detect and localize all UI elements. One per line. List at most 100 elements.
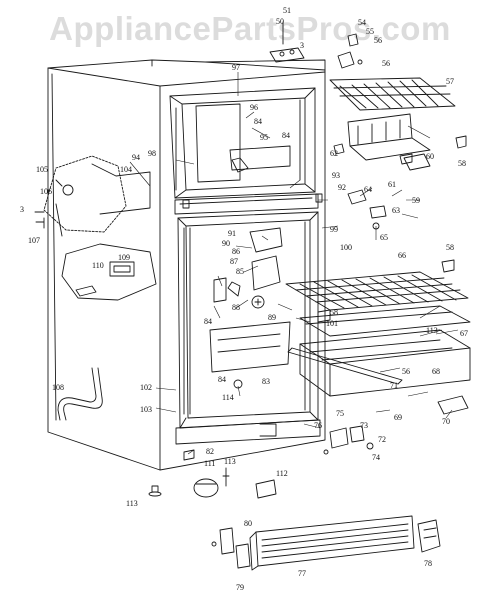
grille-bracket-78 (417, 519, 441, 553)
callout-96: 97 (232, 63, 240, 72)
callout-65: 65 (380, 233, 388, 242)
toe-grille (249, 515, 415, 571)
callout-112a: 113 (224, 457, 236, 466)
hinge-assembly (323, 425, 374, 455)
callout-95: 96 (250, 103, 258, 112)
leveling-leg (183, 449, 195, 461)
callout-102: 103 (140, 405, 152, 414)
callout-83: 84 (204, 317, 212, 326)
callout-79: 79 (236, 583, 244, 592)
callout-88: 89 (268, 313, 276, 322)
callout-50: 50 (276, 17, 284, 26)
callout-99: 100 (340, 243, 352, 252)
callout-98: 99 (330, 225, 338, 234)
callout-61: 61 (388, 180, 396, 189)
base-parts (148, 467, 277, 499)
callout-82: 83 (262, 377, 270, 386)
inset-panel-upper (34, 155, 151, 237)
callout-84: 85 (236, 267, 244, 276)
inset-panel-lower (61, 243, 157, 301)
callout-91: 92 (338, 183, 346, 192)
callout-69: 69 (394, 413, 402, 422)
callout-113: 113 (426, 326, 438, 335)
callout-56b: 56 (382, 59, 390, 68)
callout-100: 101 (326, 319, 338, 328)
callout-92: 93 (332, 171, 340, 180)
callout-70: 70 (442, 417, 450, 426)
freezer-compartment (169, 87, 316, 199)
callout-86: 87 (230, 257, 238, 266)
callout-85: 86 (232, 247, 240, 256)
callout-77: 77 (298, 569, 306, 578)
callout-59: 59 (412, 196, 420, 205)
grille-clip-79-80 (211, 527, 251, 569)
callout-64: 64 (364, 185, 372, 194)
callout-55: 55 (366, 27, 374, 36)
callout-103: 104 (120, 165, 132, 174)
callout-76: 76 (314, 421, 322, 430)
drain-tube (57, 367, 103, 421)
callout-73: 73 (360, 421, 368, 430)
callout-4a: 84 (254, 117, 262, 126)
callout-57: 57 (446, 77, 454, 86)
small-hardware (317, 135, 467, 323)
callout-71: 71 (390, 381, 398, 390)
callout-108: 109 (118, 253, 130, 262)
cabinet-bottom-trim (175, 419, 321, 445)
callout-54: 54 (358, 18, 366, 27)
crisper-drawer (299, 329, 471, 397)
top-hinge (269, 21, 363, 69)
callout-94: 95 (260, 133, 268, 142)
callout-112b: 113 (126, 499, 138, 508)
cabinet-shell (47, 59, 326, 471)
callout-81: 82 (206, 447, 214, 456)
callout-97: 98 (148, 149, 156, 158)
callout-111: 112 (276, 469, 288, 478)
callout-26: 3 (20, 205, 24, 214)
callout-105: 106 (40, 187, 52, 196)
callout-90: 91 (228, 229, 236, 238)
callout-87: 88 (232, 303, 240, 312)
drawer-slide (287, 347, 403, 385)
shelf-support-59 (403, 153, 431, 171)
leader-lines (129, 72, 459, 455)
callout-67: 67 (460, 329, 468, 338)
callout-63: 63 (392, 206, 400, 215)
callout-104: 105 (36, 165, 48, 174)
callout-93: 94 (132, 153, 140, 162)
callout-60: 60 (426, 152, 434, 161)
callout-4b: 84 (282, 131, 290, 140)
callout-114: 114 (222, 393, 234, 402)
callout-109: 110 (92, 261, 104, 270)
callout-80: 80 (244, 519, 252, 528)
roller-70 (437, 395, 469, 415)
callout-58c: 58 (330, 308, 338, 317)
ice-tray-shelf (347, 113, 431, 161)
mullion-divider (174, 193, 323, 215)
callout-58: 58 (458, 159, 466, 168)
callout-4c: 84 (218, 375, 226, 384)
callout-89: 90 (222, 239, 230, 248)
callout-74: 74 (372, 453, 380, 462)
callout-110: 111 (204, 459, 215, 468)
callout-66: 66 (398, 251, 406, 260)
control-housing (209, 227, 291, 389)
callout-106: 107 (28, 236, 40, 245)
callout-72: 72 (378, 435, 386, 444)
fresh-food-wire-shelf (285, 271, 469, 311)
freezer-wire-shelf (329, 77, 456, 111)
callout-56: 56 (374, 36, 382, 45)
callout-3: 3 (300, 41, 304, 50)
callout-58b: 58 (446, 243, 454, 252)
callout-62: 62 (330, 149, 338, 158)
callout-labels: 50 51 3 54 55 56 56 57 58 60 61 59 62 64… (20, 6, 468, 592)
callout-107: 108 (52, 383, 64, 392)
callout-78: 78 (424, 559, 432, 568)
callout-101: 102 (140, 383, 152, 392)
crisper-cover (299, 305, 471, 337)
callout-51: 51 (283, 6, 291, 15)
callout-68: 68 (432, 367, 440, 376)
callout-56c: 56 (402, 367, 410, 376)
callout-75: 75 (336, 409, 344, 418)
